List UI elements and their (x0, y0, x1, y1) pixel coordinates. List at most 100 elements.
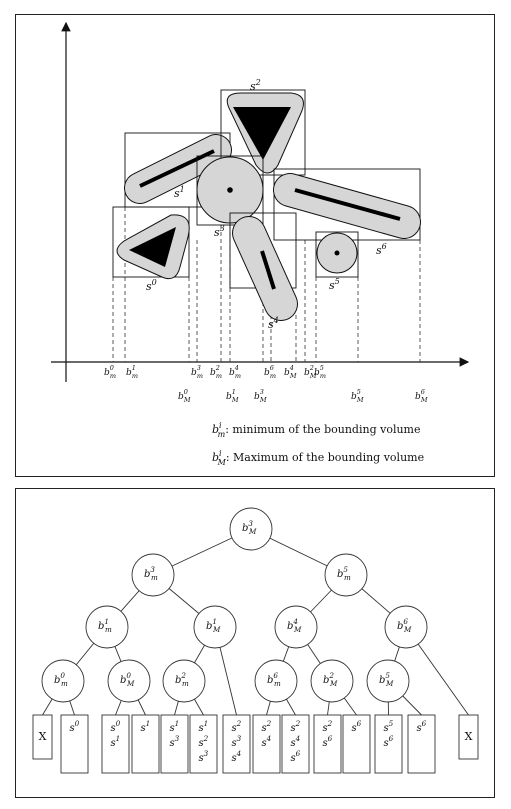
shape-s4 (229, 212, 298, 321)
leaf-item: s6 (323, 734, 333, 749)
center-s3 (227, 187, 233, 193)
leaf-item: s6 (384, 734, 394, 749)
leaf-box (60, 714, 89, 774)
leaf-item: s4 (291, 734, 301, 749)
leaf-item: X (39, 730, 47, 743)
leaf-item: s0 (70, 719, 80, 734)
label-s0: s0 (146, 278, 157, 293)
tree-leaf-leaf11: s6 (342, 714, 371, 774)
leaf-item: s3 (232, 734, 242, 749)
node-circle (310, 659, 354, 703)
label-s4: s4 (268, 316, 279, 331)
leaf-box (281, 714, 310, 774)
node-circle (193, 605, 237, 649)
triangle-s0 (129, 227, 176, 267)
leaf-item: s4 (232, 749, 242, 764)
rod-s6 (294, 188, 401, 221)
center-s5 (334, 250, 340, 256)
node-circle (229, 507, 273, 551)
leaf-box (407, 714, 436, 774)
leaf-item: s6 (291, 749, 301, 764)
leaf-box (458, 714, 479, 760)
node-circle (85, 605, 129, 649)
shape-s2 (220, 89, 306, 176)
leaf-item: s6 (417, 719, 427, 734)
leaf-item: s2 (199, 734, 209, 749)
label-s1: s1 (174, 185, 185, 200)
tree-leaf-leaf1: X (32, 714, 53, 760)
leaf-box (32, 714, 53, 760)
node-circle (366, 659, 410, 703)
leaf-box (252, 714, 281, 774)
shape-s6 (273, 168, 421, 241)
leaf-item: X (465, 730, 473, 743)
node-circle (162, 659, 206, 703)
leaf-item: s1 (170, 719, 180, 734)
leaf-box (374, 714, 403, 774)
leaf-item: s4 (262, 734, 272, 749)
node-circle (274, 605, 318, 649)
leaf-item: s3 (170, 734, 180, 749)
shape-s5 (315, 231, 359, 278)
leaf-box (342, 714, 371, 774)
rod-s4 (260, 250, 276, 290)
leaf-item: s5 (384, 719, 394, 734)
leaf-box (313, 714, 342, 774)
projection-lines (112, 207, 421, 362)
leaf-box (131, 714, 160, 774)
leaf-item: s2 (232, 719, 242, 734)
label-s6: s6 (376, 242, 387, 257)
shape-s0 (112, 206, 190, 280)
label-s2: s2 (250, 78, 261, 93)
node-circle (324, 553, 368, 597)
leaf-box (222, 714, 251, 774)
shape-s3 (196, 155, 264, 226)
node-circle (107, 659, 151, 703)
leaf-box (160, 714, 189, 774)
tree-leaf-leaf13: s6 (407, 714, 436, 774)
bounding-box-s5 (315, 231, 359, 278)
